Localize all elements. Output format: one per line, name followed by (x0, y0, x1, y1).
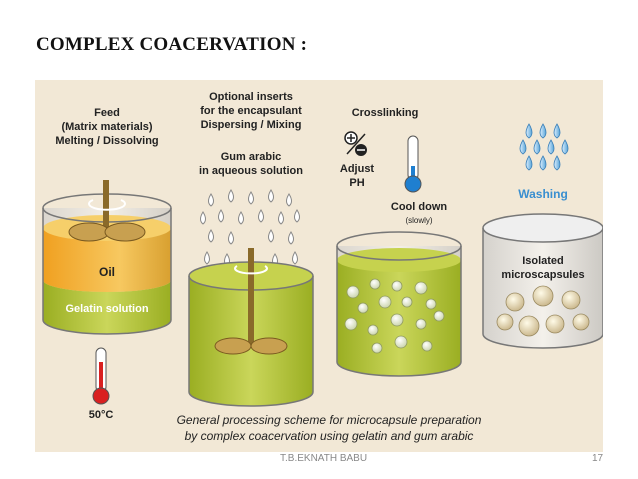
ph-adjust-icon (344, 131, 367, 156)
step2-mixing: Optional inserts for the encapsulant Dis… (188, 91, 314, 407)
page-number: 17 (592, 453, 604, 464)
cool-note-label: (slowly) (405, 216, 432, 225)
isolated-label: Isolated (522, 255, 564, 267)
microcapsules-label: microscapsules (501, 269, 584, 281)
washing-label: Washing (518, 187, 568, 201)
stirrer-2 (214, 248, 288, 355)
caption-line1: General processing scheme for microcapsu… (177, 413, 482, 427)
temperature-label: 50°C (89, 409, 114, 421)
step4-washing: Washing Isolated microscapsules (482, 123, 603, 349)
oil-label: Oil (99, 265, 115, 279)
footer-author: T.B.EKNATH BABU (280, 453, 368, 464)
adjust-label: Adjust (340, 163, 375, 175)
microcapsules (496, 285, 590, 337)
crosslinking-label: Crosslinking (352, 107, 419, 119)
caption-line2: by complex coacervation using gelatin an… (185, 429, 474, 443)
gelatin-label: Gelatin solution (65, 303, 148, 315)
step1-feed: Feed (Matrix materials) Melting / Dissol… (42, 107, 172, 421)
gum-arabic-drops-icon (200, 189, 300, 267)
diagram-svg: Feed (Matrix materials) Melting / Dissol… (42, 91, 603, 443)
step2-line4: Gum arabic (221, 151, 282, 163)
ph-label: PH (349, 177, 364, 189)
step2-line1: Optional inserts (209, 91, 293, 103)
step2-line3: Dispersing / Mixing (201, 119, 302, 131)
step3-crosslinking: Crosslinking Adjust PH Cool down (slowly… (336, 107, 462, 377)
slide-title: COMPLEX COACERVATION : (36, 34, 308, 55)
step1-line1: Feed (94, 107, 120, 119)
stirrer-1 (68, 180, 146, 242)
beaker-3 (336, 231, 462, 377)
thermometer-cold-icon (404, 135, 422, 193)
water-drops-icon (519, 123, 569, 171)
step2-line2: for the encapsulant (200, 105, 302, 117)
step1-line2: (Matrix materials) (61, 121, 152, 133)
step1-line3: Melting / Dissolving (55, 135, 158, 147)
coacervation-diagram: Feed (Matrix materials) Melting / Dissol… (35, 80, 603, 452)
beaker-1 (42, 193, 172, 335)
thermometer-hot-icon (92, 347, 110, 405)
step2-line5: in aqueous solution (199, 165, 303, 177)
cool-down-label: Cool down (391, 201, 447, 213)
coacervate-bubbles (344, 278, 445, 354)
